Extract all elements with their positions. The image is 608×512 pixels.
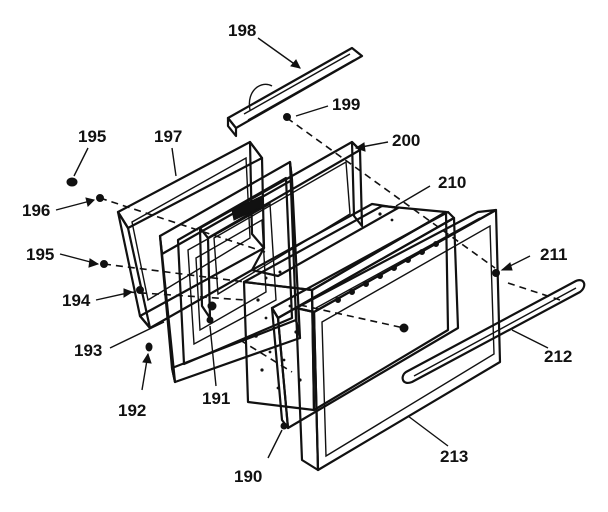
door-handle-212 (401, 279, 586, 384)
clip-194 (136, 286, 144, 294)
label-199: 199 (332, 95, 360, 114)
label-211: 211 (540, 245, 567, 264)
label-196: 196 (22, 201, 50, 220)
screw-195b (100, 260, 108, 268)
screw-199 (283, 113, 291, 121)
door-frame-200 (198, 140, 364, 320)
spacer-192 (145, 342, 153, 352)
label-192: 192 (118, 401, 146, 420)
label-198: 198 (228, 21, 256, 40)
leader-lines (55, 37, 549, 459)
label-190: 190 (234, 467, 262, 486)
door-panel-190 (270, 210, 460, 430)
label-195b: 195 (26, 245, 54, 264)
screw-190 (280, 422, 288, 430)
outer-door-panel-213 (294, 208, 502, 472)
label-213: 213 (440, 447, 468, 466)
washer-196 (96, 194, 104, 202)
vent-trim-198 (226, 46, 364, 138)
label-193: 193 (74, 341, 102, 360)
label-212: 212 (544, 347, 572, 366)
screw-195a (66, 177, 78, 187)
label-200: 200 (392, 131, 420, 150)
screws-and-fasteners (66, 113, 291, 430)
label-195a: 195 (78, 127, 106, 146)
label-194: 194 (62, 291, 91, 310)
label-191: 191 (202, 389, 230, 408)
label-210: 210 (438, 173, 466, 192)
label-197: 197 (154, 127, 182, 146)
part-labels: 198 199 200 195 197 196 210 195 211 194 … (22, 21, 572, 486)
